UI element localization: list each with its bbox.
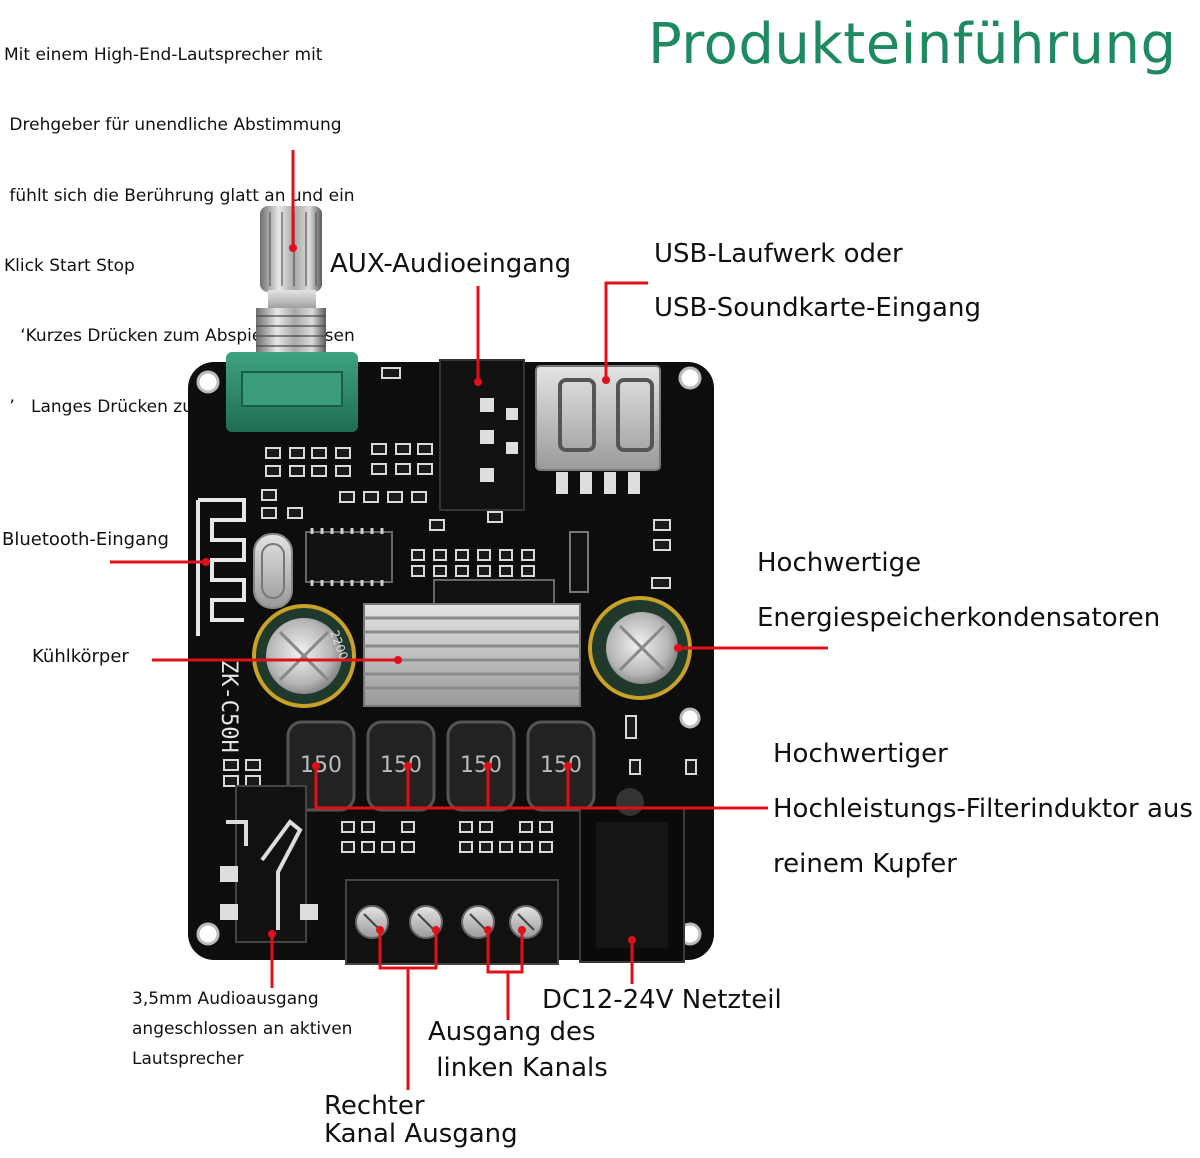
amplifier-ic-chip (305, 528, 589, 607)
usb-port (535, 365, 661, 494)
encoder-line: Mit einem High-End-Lautsprecher mit (4, 45, 323, 66)
encoder-line: Klick Start Stop (4, 256, 135, 277)
board-silkscreen: ZK-C50H (216, 660, 241, 753)
leader-lines (110, 150, 828, 1090)
inductor-code: 150 (300, 753, 342, 778)
audio-out-label-line3: Lautsprecher (132, 1049, 244, 1069)
inductors: 150 150 150 150 (286, 720, 596, 812)
inductor: 150 (526, 720, 596, 812)
bluetooth-label: Bluetooth-Eingang (2, 529, 169, 550)
inductor-label-line1: Hochwertiger (773, 739, 948, 769)
inductor-code: 150 (380, 753, 422, 778)
capacitor-left: 2200 (252, 604, 356, 708)
inductor-code: 150 (460, 753, 502, 778)
inductor: 150 (446, 720, 516, 812)
right-channel-label-line2: Kanal Ausgang (324, 1119, 518, 1149)
encoder-line: Drehgeber für unendliche Abstimmung (4, 115, 342, 136)
inductor-label-line3: reinem Kupfer (773, 849, 957, 879)
speaker-terminal-block (345, 879, 559, 965)
heatsink (363, 603, 581, 707)
capacitor-label-line1: Hochwertige (757, 548, 922, 578)
capacitor-right (588, 596, 692, 700)
audio-out-label-line1: 3,5mm Audioausgang (132, 989, 319, 1009)
heatsink-label: Kühlkörper (32, 646, 129, 667)
crystal-oscillator (253, 533, 293, 609)
left-channel-label-line2: linken Kanals (428, 1053, 608, 1083)
aux-input-jack (439, 359, 525, 511)
inductor-code: 150 (540, 753, 582, 778)
encoder-line: fühlt sich die Berührung glatt an und ei… (4, 185, 355, 206)
leader-dots (202, 244, 682, 944)
leader-left-channel (486, 930, 524, 974)
usb-label-line2: USB-Soundkarte-Eingang (654, 293, 981, 323)
aux-input-label: AUX-Audioeingang (330, 249, 572, 279)
left-channel-label-line1: Ausgang des (428, 1017, 596, 1047)
bluetooth-antenna (196, 498, 246, 636)
leader-usb (604, 281, 648, 380)
inductor-label-line2: Hochleistungs-Filterinduktor aus (773, 794, 1193, 824)
usb-label-line1: USB-Laufwerk oder (654, 239, 903, 269)
audio-output-jack (220, 785, 318, 943)
smd-components (223, 367, 697, 853)
inductor: 150 (366, 720, 436, 812)
capacitor-label-line2: Energiespeicherkondensatoren (757, 603, 1161, 633)
dc-power-jack (579, 788, 685, 963)
leader-inductor (314, 766, 768, 810)
page-title: Produkteinführung (648, 12, 1177, 77)
power-label: DC12-24V Netzteil (542, 985, 782, 1015)
audio-out-label-line2: angeschlossen an aktiven (132, 1019, 353, 1039)
right-channel-label-line1: Rechter (324, 1091, 425, 1121)
